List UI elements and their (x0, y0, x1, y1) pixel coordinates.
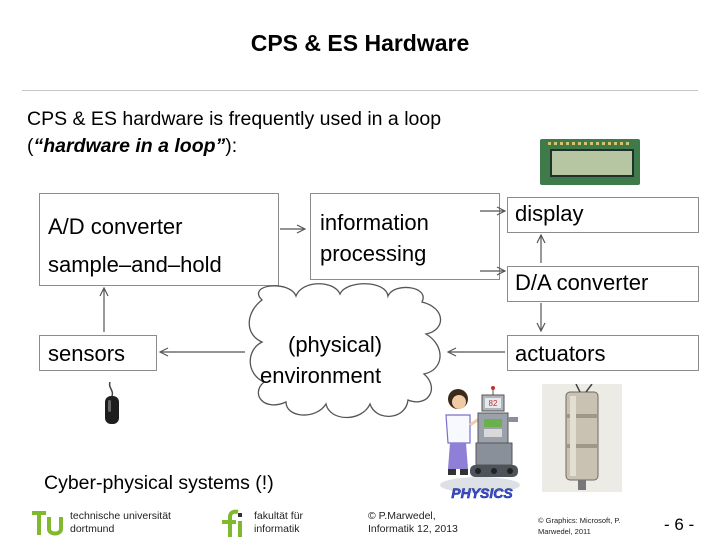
information-processing-box (310, 193, 500, 280)
environment-label: environment (260, 363, 382, 388)
title-divider (22, 90, 698, 91)
university-line1: technische universität (70, 510, 171, 522)
intro-text-line2: (“hardware in a loop”): (27, 135, 237, 158)
copyright-line1: © P.Marwedel, (368, 510, 436, 522)
information-label: information (320, 210, 429, 235)
sample-and-hold-label: sample–and–hold (48, 252, 222, 277)
intro-close: ): (225, 135, 238, 157)
actuators-box (507, 335, 699, 371)
actuator-motor-image (542, 384, 622, 492)
graphics-credits: © Graphics: Microsoft, P. Marwedel, 2011 (538, 515, 621, 537)
ad-converter-label: A/D converter (48, 214, 183, 239)
da-converter-label: D/A converter (515, 270, 649, 295)
ad-converter-box (39, 193, 279, 286)
university-line2: dortmund (70, 523, 115, 535)
page-number: - 6 - (664, 515, 695, 534)
faculty-line1: fakultät für (254, 510, 304, 522)
copyright-line2: Informatik 12, 2013 (368, 523, 458, 535)
tu-logo-icon (32, 511, 63, 536)
lcd-screen (550, 149, 634, 177)
lcd-display-image (540, 139, 640, 185)
da-converter-box (507, 266, 699, 302)
processing-label: processing (320, 241, 427, 266)
actuators-label: actuators (515, 341, 606, 366)
lcd-pins (548, 142, 632, 145)
slide-title: CPS & ES Hardware (250, 30, 470, 56)
slide-caption: Cyber-physical systems (!) (44, 472, 274, 494)
fi-logo-icon (222, 509, 242, 537)
environment-cloud (248, 283, 442, 418)
intro-text-line1: CPS & ES hardware is frequently used in … (27, 108, 442, 130)
copyright: © P.Marwedel, Informatik 12, 2013 (368, 510, 458, 536)
robot-badge: 82 (489, 399, 498, 408)
intro-quote: “hardware in a loop” (33, 135, 226, 157)
physics-label: PHYSICS (451, 485, 513, 501)
intro-open-paren: ( (27, 135, 34, 157)
display-label: display (515, 201, 584, 226)
physical-label: (physical) (288, 332, 383, 357)
sensor-image (105, 382, 119, 424)
credits-line2: Marwedel, 2011 (538, 527, 591, 536)
display-box (507, 197, 699, 233)
robot-physics-image: 82 PHYSICS (440, 386, 520, 501)
sensors-box (39, 335, 157, 371)
faculty-line2: informatik (254, 523, 300, 535)
faculty-name: fakultät für informatik (254, 510, 303, 536)
sensors-label: sensors (48, 341, 126, 366)
university-name: technische universität dortmund (70, 510, 171, 536)
credits-line1: © Graphics: Microsoft, P. (538, 516, 621, 525)
